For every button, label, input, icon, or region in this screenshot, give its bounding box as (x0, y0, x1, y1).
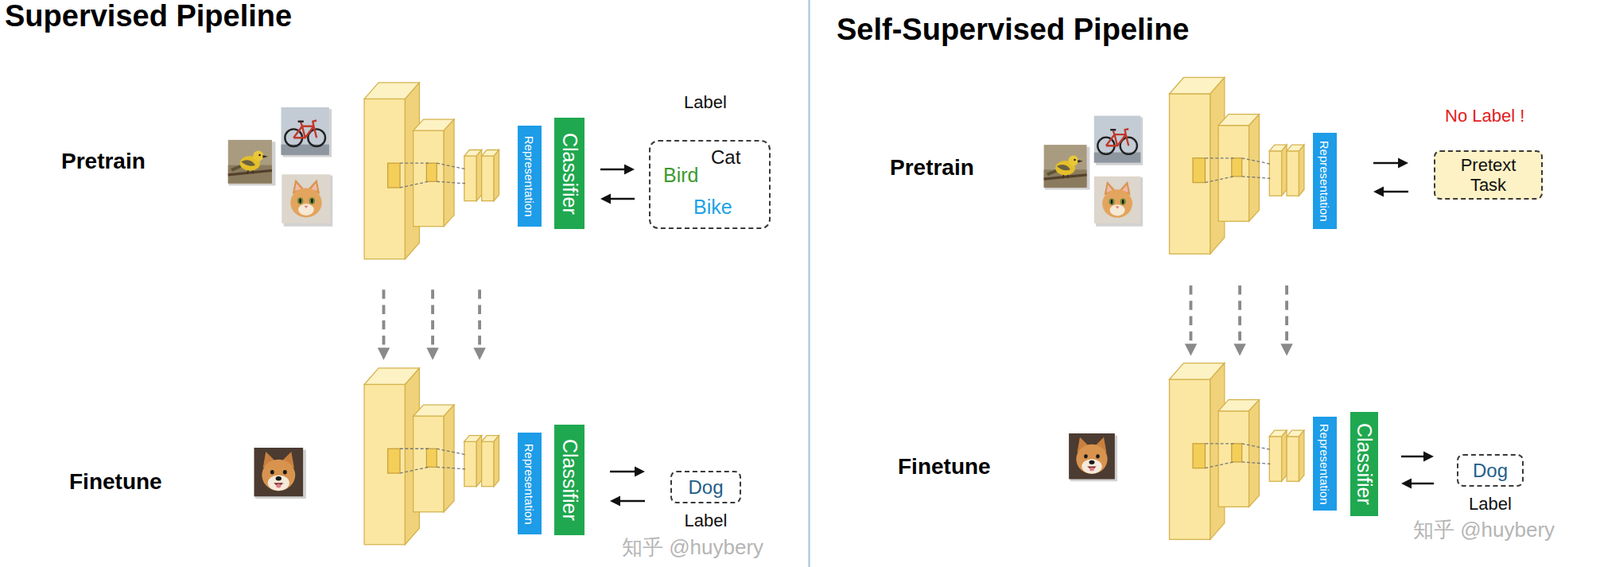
arrow-line (620, 500, 645, 503)
label-box: LabelCatBirdBike (648, 139, 771, 230)
label-box: DogLabel (670, 470, 742, 504)
box-heading: No Label ! (1444, 105, 1525, 126)
label-box: DogLabel (1456, 454, 1524, 487)
pretext-text: Pretext Task (1448, 155, 1529, 196)
arrow-connector (609, 466, 645, 478)
classifier-text: Classifier (1352, 423, 1376, 505)
photo-dog (254, 447, 307, 499)
pretext-box: No Label !Pretext Task (1433, 150, 1543, 200)
arrow-line (600, 168, 625, 171)
class-label: Bird (663, 163, 699, 187)
arrow-line (1401, 455, 1424, 459)
cnn-layers (1169, 363, 1305, 540)
arrow-head (1401, 478, 1412, 490)
representation-text: Representation (1317, 140, 1332, 222)
panel-title: Supervised Pipeline (4, 0, 292, 35)
classifier-text: Classifier (558, 132, 582, 214)
arrow-head (624, 164, 635, 175)
photo-bike (281, 107, 333, 158)
watermark: 知乎 @huybery (621, 535, 764, 560)
photo-cat (1094, 176, 1144, 227)
arrow-head (1423, 451, 1434, 463)
class-label: Bike (693, 195, 733, 219)
classifier-bar: Classifier (554, 424, 585, 536)
arrow-line (1411, 482, 1434, 486)
stage-label: Pretrain (889, 154, 975, 182)
arrow-connector (600, 194, 635, 205)
arrow-head (634, 466, 645, 478)
arrow-connector (1401, 451, 1434, 463)
box-heading: Label (683, 92, 727, 113)
arrow-head (600, 194, 611, 205)
cnn-layers (1169, 77, 1305, 254)
representation-bar: Representation (517, 125, 542, 227)
panel-divider (807, 0, 811, 567)
stage-label: Finetune (69, 468, 163, 496)
class-label: Cat (710, 146, 741, 169)
box-caption: Label (684, 510, 728, 531)
photo-bird (1044, 144, 1091, 190)
arrow-connector (600, 164, 635, 175)
watermark: 知乎 @huybery (1413, 517, 1555, 543)
arrow-line (609, 470, 635, 474)
photo-cat (281, 174, 333, 226)
classifier-bar: Classifier (1350, 411, 1379, 517)
arrow-line (610, 198, 635, 201)
class-label: Dog (1472, 459, 1508, 482)
transfer-arrows (1184, 285, 1294, 356)
stage-label: Pretrain (61, 147, 146, 175)
arrow-connector (1373, 158, 1409, 169)
arrow-connector (609, 496, 645, 507)
arrow-line (1383, 190, 1409, 194)
classifier-bar: Classifier (554, 117, 585, 230)
representation-text: Representation (522, 442, 536, 525)
photo-bike (1094, 116, 1144, 166)
arrow-connector (1373, 186, 1409, 198)
representation-bar: Representation (517, 432, 542, 535)
representation-text: Representation (1317, 423, 1332, 505)
classifier-text: Classifier (558, 438, 582, 521)
panel-title: Self-Supervised Pipeline (836, 11, 1189, 49)
box-caption: Label (1468, 493, 1512, 514)
photo-dog (1068, 433, 1118, 482)
class-label: Dog (688, 476, 724, 499)
representation-text: Representation (522, 135, 536, 218)
arrow-connector (1401, 478, 1434, 490)
cnn-layers (364, 82, 499, 260)
representation-bar: Representation (1312, 416, 1337, 511)
arrow-line (1373, 162, 1399, 165)
arrow-head (1373, 186, 1384, 198)
stage-label: Finetune (897, 453, 991, 481)
transfer-arrows (377, 289, 486, 360)
representation-bar: Representation (1312, 132, 1337, 230)
cnn-layers (364, 368, 499, 545)
photo-bird (228, 139, 276, 187)
arrow-head (1398, 158, 1409, 169)
arrow-head (609, 496, 621, 507)
